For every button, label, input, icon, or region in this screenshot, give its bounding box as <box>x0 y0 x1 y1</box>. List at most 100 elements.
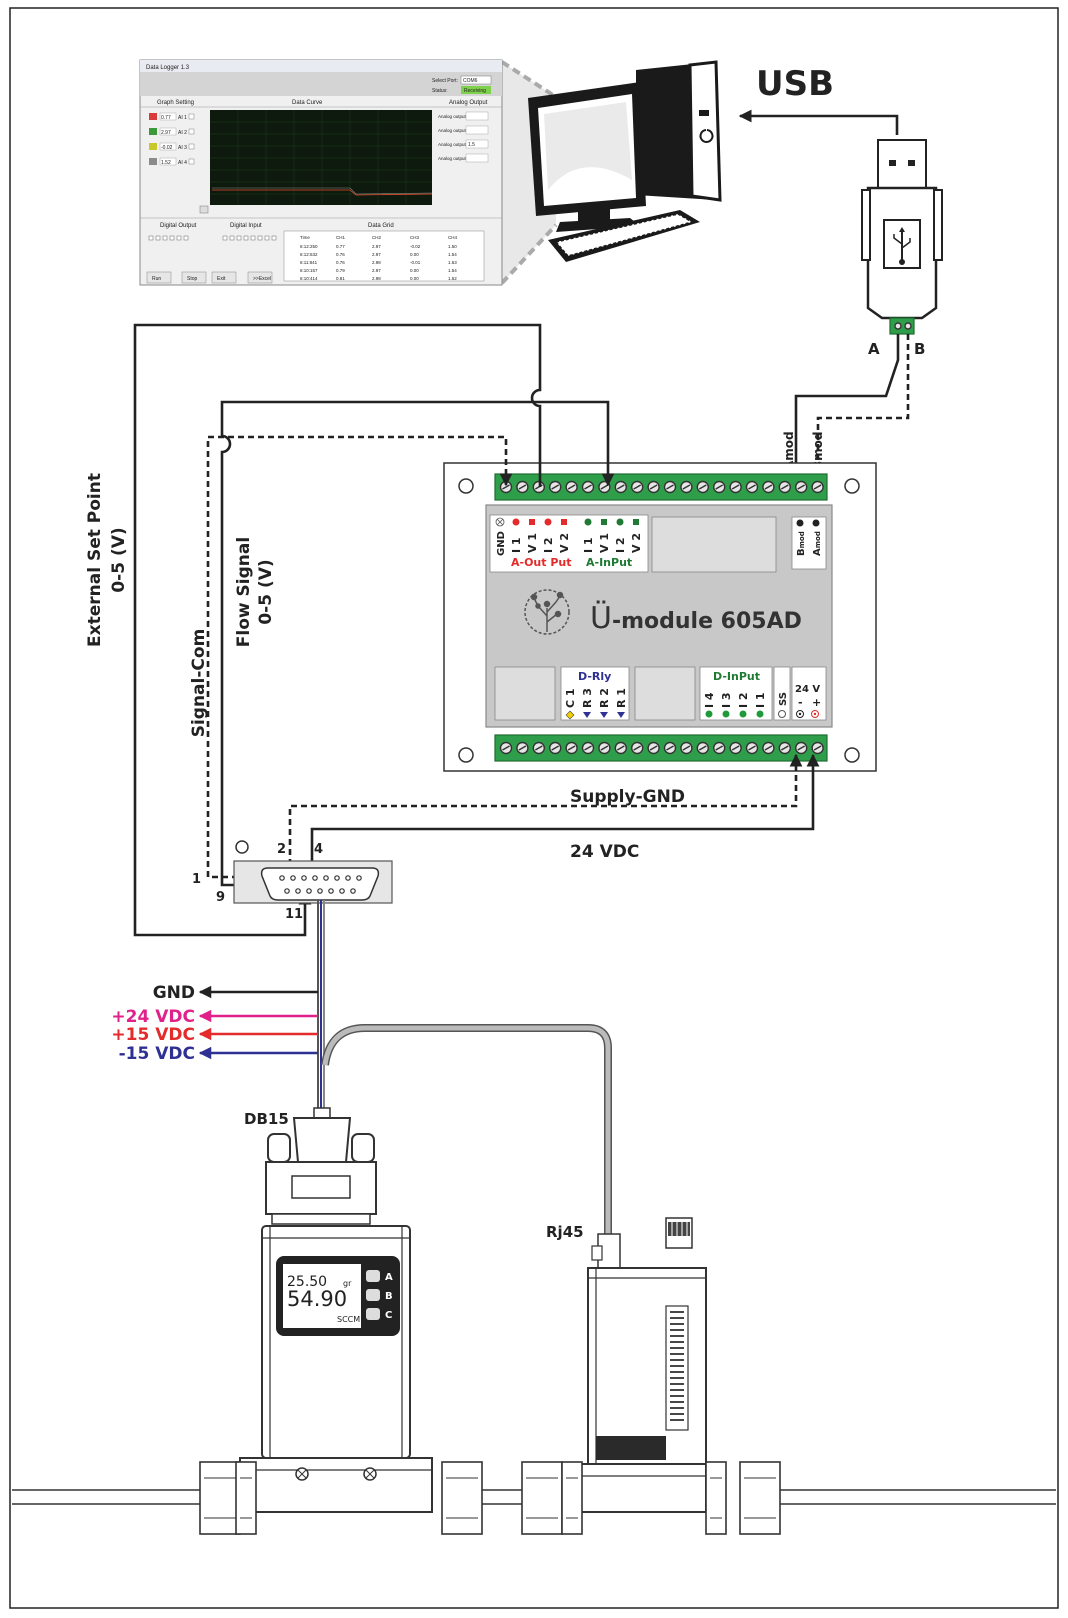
external-set-point-range: 0-5 (V) <box>109 527 129 592</box>
grid-cell: 1.54 <box>448 252 457 257</box>
key-c-button[interactable] <box>366 1308 380 1320</box>
display-line1-unit: gr <box>343 1279 352 1288</box>
bmod-label: Bmod <box>811 432 825 470</box>
supply-label: 24 V <box>795 684 820 695</box>
graph-setting-label: Graph Setting <box>157 100 194 106</box>
supply-24vdc-label: 24 VDC <box>570 842 639 862</box>
analog-output-input[interactable] <box>465 153 489 163</box>
plus24-label: +24 VDC <box>111 1007 195 1027</box>
channel-name: AI 3 <box>178 145 187 151</box>
analog-output-input[interactable] <box>465 125 489 135</box>
signal-com-wire <box>206 435 513 879</box>
channel-color-swatch[interactable] <box>149 128 157 135</box>
channel-color-swatch[interactable] <box>149 158 157 165</box>
db15-terminal-connector <box>233 840 393 904</box>
channel-color-swatch[interactable] <box>149 113 157 120</box>
d-rly-label: D-Rly <box>578 670 611 683</box>
digital-output-label: Digital Output <box>160 223 197 229</box>
key-a-button[interactable] <box>366 1270 380 1282</box>
supply-gnd-wire <box>288 753 803 872</box>
grid-header: Time <box>300 235 310 240</box>
plus15-label: +15 VDC <box>111 1025 195 1045</box>
select-port-value: COM6 <box>463 78 478 84</box>
a-in-label: A-InPut <box>586 556 632 569</box>
key-a-label: A <box>385 1272 393 1283</box>
pin-9-label: 9 <box>216 890 225 905</box>
grid-cell: 6:10:157 <box>300 268 318 273</box>
flow-signal-range: 0-5 (V) <box>256 559 276 624</box>
d-input-pin-label: I 3 <box>720 692 733 708</box>
module-title: Ü-module 605AD <box>590 600 802 636</box>
usb-pin-a-label: A <box>868 340 880 358</box>
key-b-label: B <box>385 1291 393 1302</box>
software-button-label: Exit <box>217 276 226 282</box>
software-button[interactable] <box>247 271 273 284</box>
d-input-pin-label: I 4 <box>703 692 716 708</box>
display-line2-value: 54.90 <box>287 1287 347 1311</box>
external-set-point-label: External Set Point <box>85 473 105 647</box>
channel-checkbox[interactable] <box>188 113 195 120</box>
software-button[interactable] <box>146 271 172 284</box>
grid-cell: 0.00 <box>410 268 419 273</box>
module-pin-label: I 2 <box>542 537 555 553</box>
channel-checkbox[interactable] <box>188 128 195 135</box>
bmod-wire <box>816 334 910 487</box>
analog-output-row-label: Analog output 1: <box>438 114 471 119</box>
status-label: Status: <box>432 88 448 94</box>
display-line2-unit: SCCM <box>337 1315 360 1324</box>
usb-pin-b-label: B <box>914 340 925 358</box>
db15-label: DB15 <box>244 1110 289 1128</box>
analog-output-input[interactable] <box>465 111 489 121</box>
grid-header: CH2 <box>372 235 381 240</box>
data-grid-label: Data Grid <box>368 223 394 229</box>
grid-cell: 1.54 <box>448 268 457 273</box>
analog-output-row-label: Analog output 3: <box>438 142 471 147</box>
software-button[interactable] <box>211 271 237 284</box>
module-pin-label: I 2 <box>614 537 627 553</box>
ss-pin-label: SS <box>778 692 789 706</box>
key-b-button[interactable] <box>366 1289 380 1301</box>
channel-value: 2.97 <box>161 130 171 136</box>
status-badge <box>461 86 491 94</box>
channel-checkbox[interactable] <box>188 143 195 150</box>
data-grid[interactable] <box>283 230 485 282</box>
minus15-label: -15 VDC <box>119 1044 195 1064</box>
data-curve-plot <box>210 110 432 205</box>
diagram-frame <box>9 7 1059 1609</box>
channel-color-swatch[interactable] <box>149 143 157 150</box>
pin-4-label: 4 <box>314 842 323 857</box>
select-port-dropdown[interactable] <box>460 75 492 85</box>
pin-1-label: 1 <box>192 872 201 887</box>
software-button[interactable] <box>181 271 207 284</box>
channel-name: AI 2 <box>178 130 187 136</box>
grid-cell: 0.76 <box>336 260 345 265</box>
d-rly-pin-label: R 1 <box>615 688 628 708</box>
computer-icon <box>528 60 722 262</box>
software-title: Data Logger 1.3 <box>146 65 190 71</box>
software-button-label: Run <box>152 276 161 282</box>
grid-header: CH3 <box>410 235 419 240</box>
select-port-label: Select Port: <box>432 78 458 84</box>
grid-cell: 0.00 <box>410 276 419 281</box>
pin-2-label: 2 <box>277 842 286 857</box>
module-pin-label: I 1 <box>582 537 595 553</box>
gas-pipe <box>12 1461 1056 1535</box>
channel-checkbox[interactable] <box>188 158 195 165</box>
channel-value: 1.52 <box>161 160 171 166</box>
software-button-label: >>Excel <box>253 276 271 282</box>
d-input-label: D-InPut <box>713 670 760 683</box>
analog-output-input[interactable] <box>465 139 489 149</box>
supply-plus: + <box>812 696 821 709</box>
d-rly-pin-label: C 1 <box>564 688 577 708</box>
flow-meter-right <box>579 1217 707 1513</box>
flow-signal-label: Flow Signal <box>234 537 254 647</box>
digital-input-label: Digital Input <box>230 223 262 229</box>
display-screen <box>283 1264 361 1328</box>
tree-logo-icon <box>524 589 570 635</box>
grid-header: CH4 <box>448 235 457 240</box>
grid-cell: 0.79 <box>336 268 345 273</box>
grid-cell: -0.02 <box>410 244 421 249</box>
grid-cell: 6:11:841 <box>300 260 318 265</box>
grid-cell: -0.01 <box>410 260 421 265</box>
gnd-label: GND <box>153 983 195 1003</box>
